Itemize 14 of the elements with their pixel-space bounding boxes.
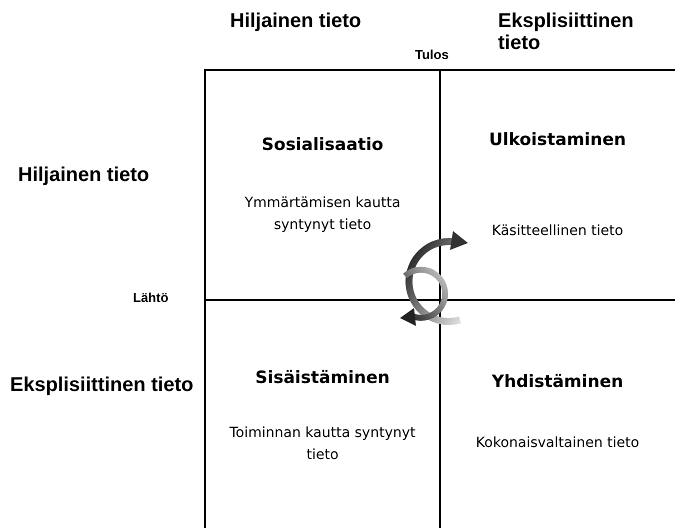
quadrant-description: Käsitteellinen tieto [490,222,624,241]
quadrant-description: Kokonaisvaltainen tieto [474,434,640,453]
column-heading: Eksplisiittinen tieto [498,10,635,54]
row-heading: Hiljainen tieto [18,164,150,186]
quadrant-description: Toiminnan kautta syntynyt tieto [228,424,416,465]
column-heading: Hiljainen tieto [230,10,362,32]
quadrant-heading: Ulkoistaminen [488,130,627,150]
quadrant-heading: Yhdistäminen [490,372,624,392]
quadrant-description: Ymmärtämisen kautta syntynyt tieto [244,194,402,235]
quadrant-heading: Sisäistäminen [254,368,391,388]
axis-label: Tulos [415,48,449,62]
row-heading: Eksplisiittinen tieto [10,374,194,396]
quadrant-heading: Sosialisaatio [260,135,384,155]
axis-label: Lähtö [133,291,168,306]
